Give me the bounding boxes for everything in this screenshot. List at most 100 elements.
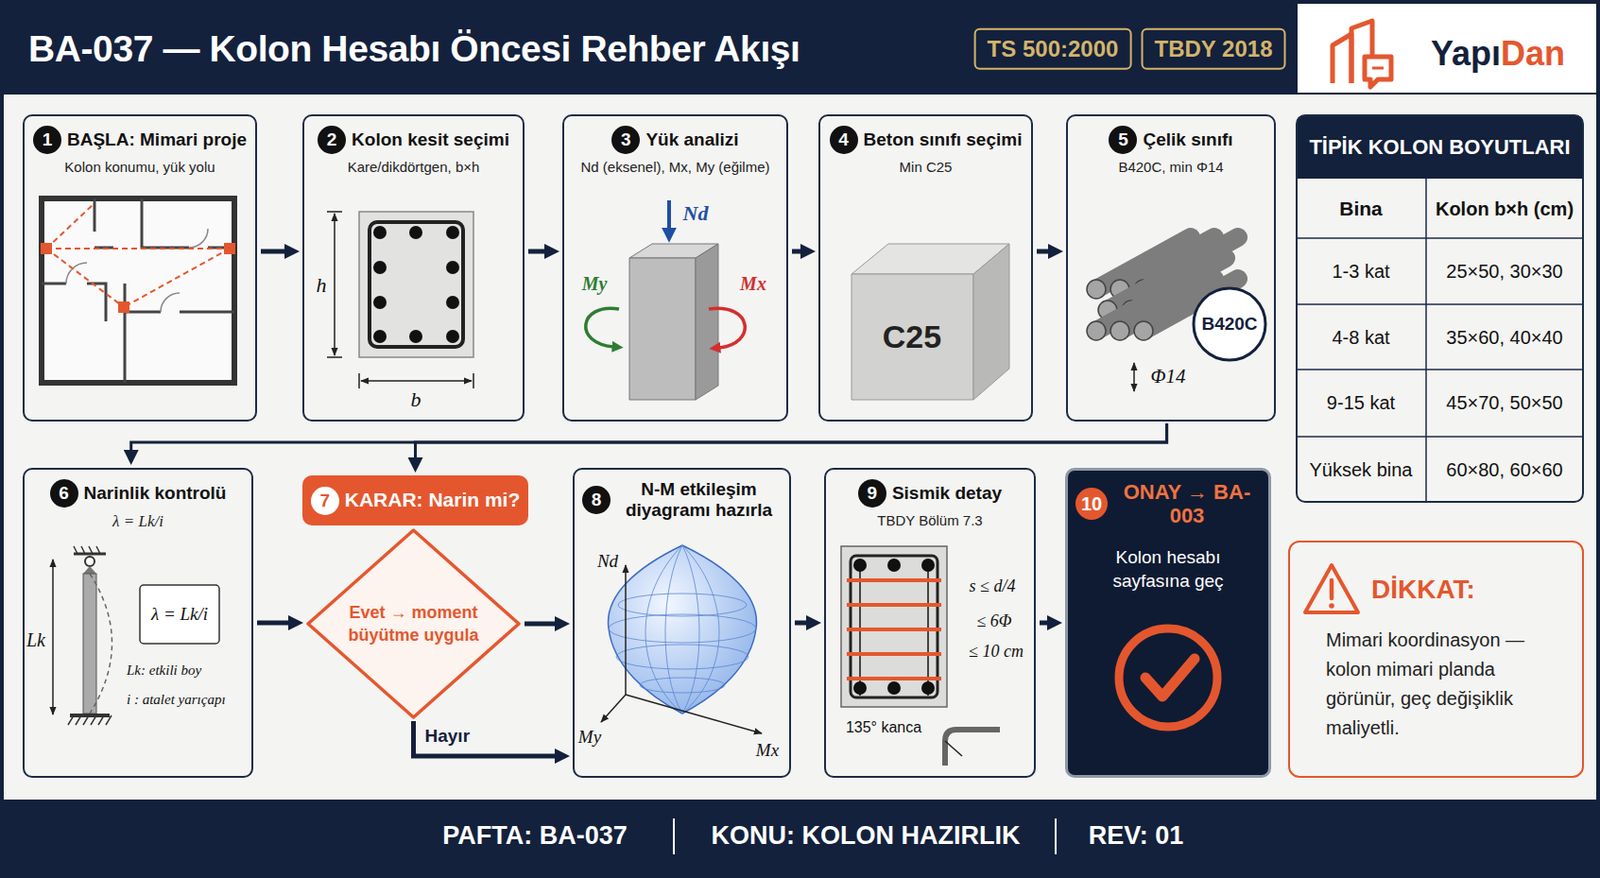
column-section <box>326 211 474 389</box>
box-header: 9Sismik detay <box>833 479 1027 508</box>
label: Nd <box>683 202 709 225</box>
table-grid <box>1296 115 1583 179</box>
buckling-column <box>73 546 101 554</box>
size-table: TİPİK KOLON BOYUTLARI <box>1295 114 1584 503</box>
label: B420C <box>1201 314 1257 335</box>
label: 25×50, 30×30 <box>1445 260 1563 282</box>
step-number: 10 <box>1075 487 1108 520</box>
label: s ≤ d/4 <box>969 577 1016 597</box>
warning-icon <box>1305 565 1359 613</box>
floor-plan <box>40 242 52 255</box>
load-column <box>629 258 696 400</box>
step-number: 9 <box>858 479 887 508</box>
box-header: 1BAŞLA: Mimari proje <box>32 125 248 155</box>
seismic-section <box>921 558 935 572</box>
interaction-diagram <box>645 545 720 714</box>
process-box: 4Beton sınıfı seçimiMin C25 <box>818 114 1033 422</box>
warning-text: Mimari koordinasyon — kolon mimari pland… <box>1325 625 1567 743</box>
step-title: Beton sınıfı seçimi <box>863 129 1023 151</box>
rebar-bundle <box>1134 321 1153 341</box>
seismic-section <box>853 558 867 572</box>
seismic-section <box>921 681 935 695</box>
table-grid <box>1296 178 1583 502</box>
label: ≤ 6Φ <box>976 612 1012 632</box>
decision-diamond: Evet → moment büyütme uygula <box>306 528 521 720</box>
column-section <box>409 329 423 344</box>
header-bar <box>1297 3 1597 93</box>
interaction-diagram <box>625 694 762 734</box>
standard-badge: TS 500:2000 <box>974 28 1133 70</box>
edge-label: Hayır <box>422 725 474 747</box>
box-header: 5Çelik sınıfı <box>1075 125 1267 155</box>
column-section <box>373 225 387 240</box>
interaction-diagram <box>608 545 757 714</box>
label: C25 <box>882 319 942 355</box>
process-box: 2Kolon kesit seçimiKare/dikdörtgen, b×h <box>302 114 525 422</box>
logo-icon <box>1364 56 1392 87</box>
warning-icon <box>1328 602 1335 609</box>
header-bar <box>0 0 1600 95</box>
warning-icon <box>1329 580 1335 599</box>
label: Lk: etkili boy <box>126 662 202 679</box>
footer-bar <box>1054 818 1057 855</box>
load-column <box>708 308 745 348</box>
label: Φ14 <box>1151 365 1187 388</box>
column-section <box>359 211 474 358</box>
load-column <box>695 243 719 400</box>
step-title: Narinlik kontrolü <box>84 482 227 504</box>
box-header: 4Beton sınıfı seçimi <box>827 125 1024 155</box>
label: Kolon b×h (cm) <box>1435 198 1574 220</box>
interaction-diagram <box>601 545 762 734</box>
buckling-column <box>89 573 113 714</box>
buckling-column <box>139 584 220 644</box>
process-box: 10ONAY → BA-003Kolon hesabı sayfasına ge… <box>1065 467 1272 778</box>
flow-arrow <box>1039 620 1048 626</box>
buckling-column <box>51 559 54 715</box>
concrete-cube <box>851 243 1010 400</box>
rebar-bundle <box>1086 279 1106 299</box>
flow-arrow <box>791 249 801 255</box>
process-box: 7KARAR: Narin mi? <box>302 475 529 526</box>
seismic-section <box>853 558 935 695</box>
label: λ = Lk/i <box>151 604 208 625</box>
seismic-section <box>846 580 942 679</box>
label: ≤ 10 cm <box>968 642 1024 662</box>
flow-arrow <box>794 620 807 626</box>
label: Mx <box>739 273 767 294</box>
floor-plan <box>46 203 230 308</box>
flow-arrow <box>257 620 289 626</box>
column-section <box>373 225 460 344</box>
interaction-diagram <box>608 614 757 643</box>
seismic-section <box>853 681 867 695</box>
label: My <box>582 273 608 294</box>
step-subtitle: Kare/dikdörtgen, b×h <box>311 158 516 175</box>
flow-arrow <box>524 621 555 627</box>
label: b <box>411 388 422 412</box>
step-title: Kolon kesit seçimi <box>351 129 510 151</box>
column-section <box>361 379 472 382</box>
interaction-diagram <box>639 677 725 693</box>
label: Mx <box>756 740 779 761</box>
step-number: 5 <box>1108 125 1137 155</box>
seismic-section <box>887 681 901 695</box>
label: KONU: KOLON HAZIRLIK <box>711 822 1021 851</box>
buckling-column <box>68 715 112 725</box>
column-section <box>446 329 460 344</box>
concrete-cube <box>973 243 1010 400</box>
label: 9-15 kat <box>1326 392 1395 413</box>
column-section <box>446 295 460 310</box>
process-box: 6Narinlik kontrolüλ = Lk/i <box>22 467 254 778</box>
buckling-column <box>83 573 97 714</box>
column-section <box>373 295 387 310</box>
label: Bina <box>1339 197 1383 220</box>
box-header: 7KARAR: Narin mi? <box>310 486 521 516</box>
buckling-column <box>83 566 97 574</box>
floor-plan <box>118 301 130 313</box>
box-header: 8N-M etkileşim diyagramı hazırla <box>582 479 782 521</box>
load-column <box>585 308 620 347</box>
standard-badge: TBDY 2018 <box>1141 28 1287 70</box>
step-number: 3 <box>611 125 640 155</box>
process-box: 8N-M etkileşim diyagramı hazırla <box>572 467 792 778</box>
process-box: 1BAŞLA: Mimari projeKolon konumu, yük yo… <box>22 114 258 422</box>
